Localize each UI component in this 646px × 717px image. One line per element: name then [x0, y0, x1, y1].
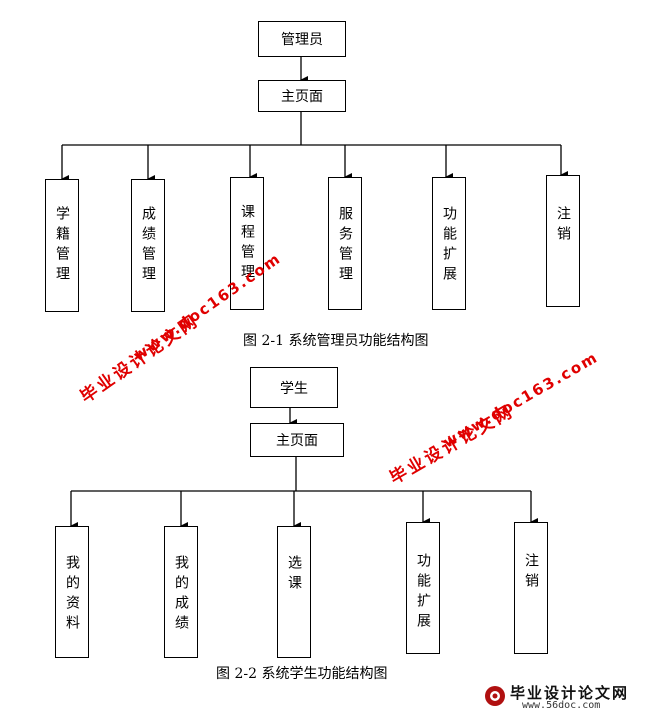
node-student-child-2: 我的成绩 [164, 526, 198, 658]
node-label: 成绩管理 [140, 206, 156, 286]
node-label: 主页面 [281, 89, 323, 105]
site-logo: 毕业设计论文网 www.56doc.com [482, 680, 642, 714]
caption-figure-2-1: 图 2-1 系统管理员功能结构图 [243, 333, 429, 349]
logo-icon [485, 686, 505, 706]
node-student-child-1: 我的资料 [55, 526, 89, 658]
node-label: 我的资料 [64, 555, 80, 635]
node-label: 注销 [555, 206, 571, 246]
node-student-child-5: 注销 [514, 522, 548, 654]
caption-figure-2-2: 图 2-2 系统学生功能结构图 [216, 666, 388, 682]
node-label: 学籍管理 [54, 206, 70, 286]
node-student-root: 学生 [250, 367, 338, 408]
node-label: 服务管理 [337, 206, 353, 286]
logo-url: www.56doc.com [522, 700, 601, 711]
logo-name: 毕业设计论文网 [510, 684, 630, 702]
node-label: 功能扩展 [415, 553, 431, 633]
node-admin-child-4: 服务管理 [328, 177, 362, 310]
node-admin-home: 主页面 [258, 80, 346, 112]
node-student-child-4: 功能扩展 [406, 522, 440, 654]
node-label: 选课 [286, 555, 302, 595]
node-label: 课程管理 [239, 204, 255, 284]
node-student-child-3: 选课 [277, 526, 311, 658]
node-label: 注销 [523, 553, 539, 593]
node-admin-child-1: 学籍管理 [45, 179, 79, 312]
node-admin-child-3: 课程管理 [230, 177, 264, 310]
node-admin-child-5: 功能扩展 [432, 177, 466, 310]
node-admin-child-2: 成绩管理 [131, 179, 165, 312]
node-admin-child-6: 注销 [546, 175, 580, 307]
node-student-home: 主页面 [250, 423, 344, 457]
node-label: 主页面 [276, 433, 318, 449]
node-label: 我的成绩 [173, 555, 189, 635]
node-admin-root: 管理员 [258, 21, 346, 57]
node-label: 学生 [280, 380, 308, 397]
node-label: 功能扩展 [441, 206, 457, 286]
node-label: 管理员 [281, 32, 323, 48]
